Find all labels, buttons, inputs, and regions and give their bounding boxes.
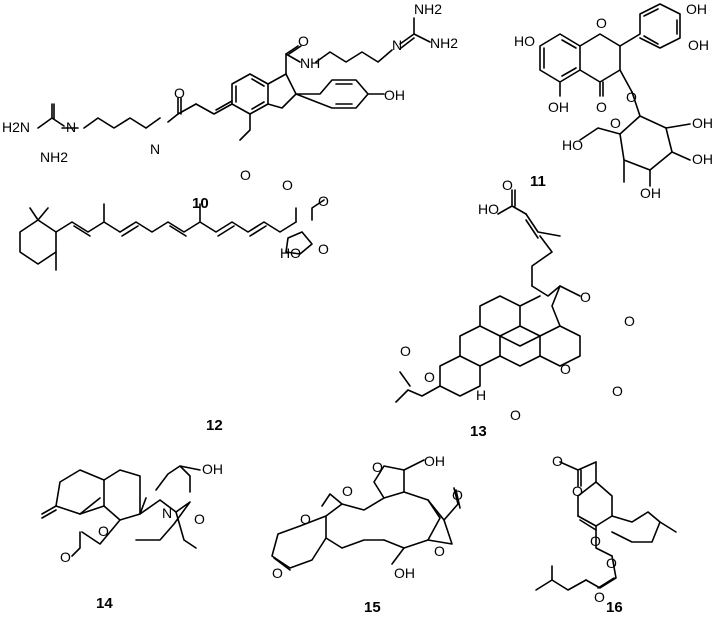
c15-o-ketone: O (452, 487, 463, 503)
c10-nh2-right: NH2 (430, 35, 458, 51)
c11-ho-ch2: HO (562, 137, 583, 153)
c12-ho: HO (280, 245, 301, 261)
c11-o-ring: O (596, 15, 607, 31)
c14-oh: OH (202, 461, 223, 477)
compound-12-structure (19, 199, 325, 271)
c12-o-ketone: O (318, 193, 329, 209)
compound-16-structure (535, 461, 677, 591)
c13-o-ac3: O (424, 369, 435, 385)
c16-o-ring: O (590, 533, 601, 549)
c13-o-ac1-co: O (624, 313, 635, 329)
c10-oh: OH (384, 87, 405, 103)
compound-11-structure (539, 3, 691, 187)
c16-o-ester2-co: O (594, 589, 605, 605)
c10-nh2-left-bottom: NH2 (40, 149, 68, 165)
c11-o-sugar: O (610, 115, 621, 131)
c11-oh-c4: OH (640, 185, 661, 201)
c13-o-ac1: O (580, 289, 591, 305)
compound-13-label: 13 (470, 423, 487, 440)
compound-15-structure (271, 459, 461, 571)
c15-o-lactone-left: O (272, 565, 283, 581)
compound-15-label: 15 (364, 599, 381, 616)
c11-oh-c2: OH (692, 115, 713, 131)
c15-o-ring2: O (434, 543, 445, 559)
compound-10-structure (37, 17, 431, 141)
c13-o-ac3-co: O (400, 343, 411, 359)
c10-nh-left: N (150, 141, 160, 157)
c11-oh-c3: OH (692, 151, 713, 167)
c15-oh-top: OH (424, 453, 445, 469)
c15-o-ring3: O (300, 511, 311, 527)
c15-o-lactone-top: O (372, 459, 383, 475)
c13-o-ac2: O (560, 361, 571, 377)
c13-o-ac2-co: O (612, 383, 623, 399)
c15-o-ring1: O (342, 483, 353, 499)
c10-nh2-top: NH2 (414, 1, 442, 17)
c10-n-left: N (66, 119, 76, 135)
c14-n: N (162, 505, 172, 521)
c12-o-epoxide: O (318, 241, 329, 257)
c13-o-methoxy: O (510, 407, 521, 423)
compound-16-label: 16 (606, 599, 623, 616)
c10-h2n-left: H2N (2, 119, 30, 135)
c11-o-glyco: O (626, 89, 637, 105)
c11-oh-5: OH (548, 99, 569, 115)
c14-o-ring: O (98, 523, 109, 539)
c11-oh-top2: OH (688, 37, 709, 53)
c10-o-methoxy: O (240, 167, 251, 183)
c10-o-carbonyl-top: O (298, 33, 309, 49)
c10-n-top: N (392, 37, 402, 53)
c13-h: H (476, 387, 486, 403)
compound-12-label: 12 (206, 417, 223, 434)
compound-14-label: 14 (96, 595, 113, 612)
c10-o-furan: O (282, 177, 293, 193)
c11-ho-left: HO (514, 33, 535, 49)
c11-o-keto: O (596, 99, 607, 115)
c15-oh-bottom: OH (394, 565, 415, 581)
compound-14-structure (41, 465, 201, 557)
c16-o-ester1: O (572, 483, 583, 499)
compound-13-structure (395, 189, 581, 403)
c10-o-carbonyl-left: O (174, 85, 185, 101)
c13-ho: HO (478, 201, 499, 217)
compound-11-label: 11 (530, 173, 546, 190)
c16-o-ester1-co: O (552, 453, 563, 469)
c11-oh-top1: OH (686, 1, 707, 17)
c10-nh-top: NH (300, 55, 320, 71)
c16-o-ester2: O (606, 555, 617, 571)
c14-o-lactone: O (60, 549, 71, 565)
c13-o-acid: O (502, 177, 513, 193)
c14-o-lactam: O (194, 511, 205, 527)
